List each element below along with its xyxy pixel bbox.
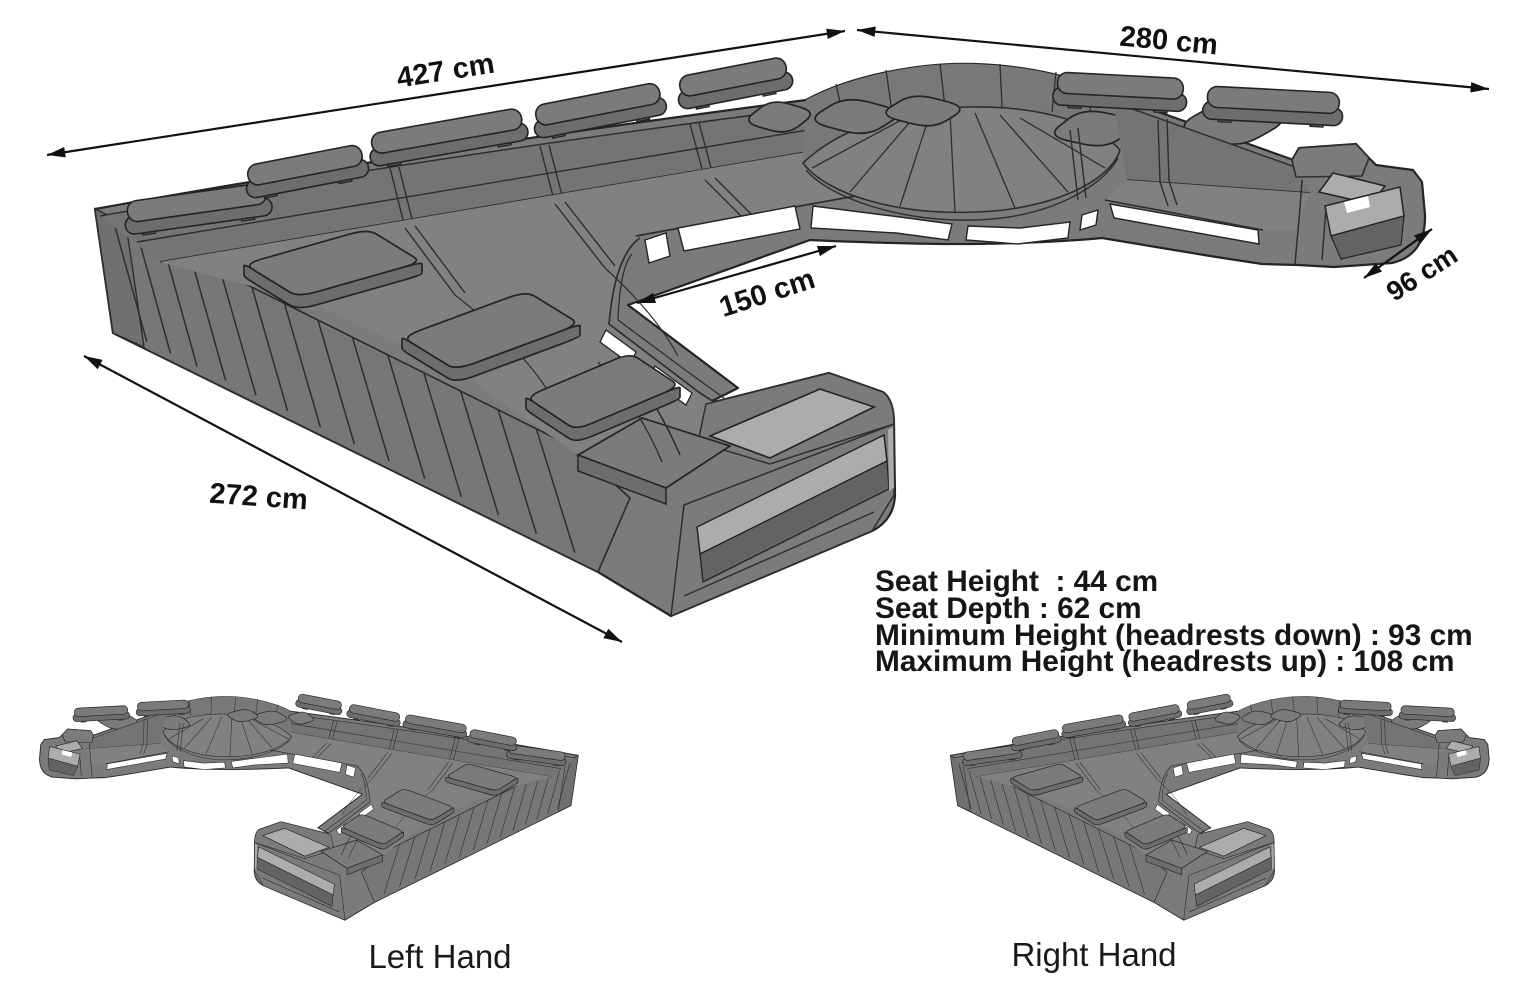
svg-text:Left Hand: Left Hand bbox=[368, 938, 511, 975]
svg-text:Right Hand: Right Hand bbox=[1011, 936, 1176, 973]
svg-text:Seat Depth : 62 cm: Seat Depth : 62 cm bbox=[875, 592, 1142, 625]
svg-text:Maximum Height (headrests up): Maximum Height (headrests up) : 108 cm bbox=[875, 645, 1455, 678]
svg-text:Minimum Height (headrests down: Minimum Height (headrests down) : 93 cm bbox=[875, 619, 1473, 652]
svg-text:272 cm: 272 cm bbox=[208, 478, 308, 517]
svg-text:Seat Height : 44 cm: Seat Height : 44 cm bbox=[875, 565, 1158, 598]
